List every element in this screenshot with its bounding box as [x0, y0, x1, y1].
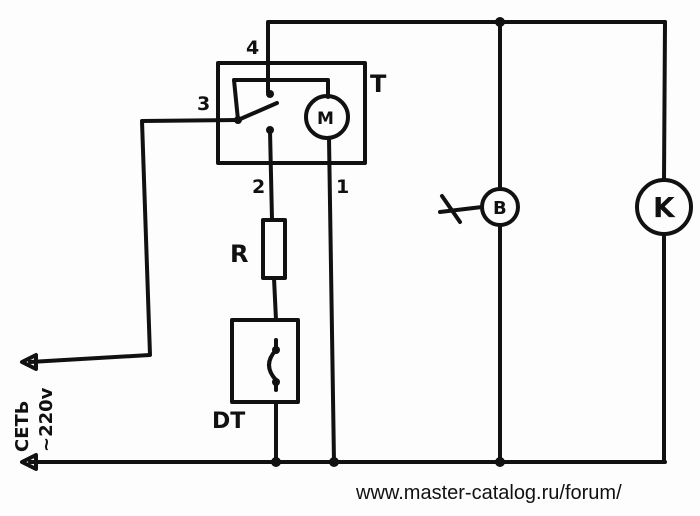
- thermostat-T: [216, 61, 367, 165]
- wire-pin2: [268, 128, 278, 464]
- thermostat-box: [216, 61, 367, 165]
- label-compressor: K: [653, 191, 676, 224]
- watermark-url: www.master-catalog.ru/forum/: [356, 482, 622, 504]
- wire-compressor: [662, 20, 667, 464]
- compressor-symbol: [635, 178, 693, 236]
- defrost-thermostat-DT: [230, 318, 300, 404]
- contact-2-dot: [266, 126, 274, 134]
- label-thermostat: T: [370, 70, 387, 98]
- junction-dot: [495, 457, 505, 467]
- label-dt: DT: [212, 409, 245, 434]
- label-voltage: ~220v: [36, 387, 57, 452]
- contact-4-dot: [266, 90, 274, 98]
- mains-arrow-bottom: [20, 453, 38, 471]
- mains-arrow-top: [20, 353, 38, 371]
- dt-box: [230, 318, 300, 404]
- dt-dot-bottom: [272, 378, 280, 386]
- switch-arm: [236, 101, 279, 122]
- wires: [20, 20, 667, 471]
- junction-dot: [495, 17, 505, 27]
- motor-symbol: [304, 94, 350, 140]
- label-pin3: 3: [197, 93, 210, 115]
- junctions: [271, 17, 505, 467]
- label-motor: M: [317, 109, 334, 129]
- label-pin2: 2: [252, 176, 265, 198]
- resistor-R: [261, 218, 287, 280]
- wire-pin1: [327, 136, 336, 464]
- contact-3-dot: [234, 116, 242, 124]
- label-mains: СЕТЬ: [12, 400, 33, 452]
- thermostat-inner-wire: [232, 78, 330, 122]
- label-resistor: R: [230, 240, 248, 268]
- label-pin1: 1: [336, 176, 349, 198]
- dt-dot-top: [272, 346, 280, 354]
- top-bus-wire: [266, 20, 667, 94]
- label-lamp: B: [493, 198, 507, 219]
- lamp-cross: [438, 194, 484, 224]
- junction-dot: [329, 457, 339, 467]
- label-pin4: 4: [246, 37, 259, 59]
- wire-pin3: [28, 118, 240, 364]
- junction-dot: [271, 457, 281, 467]
